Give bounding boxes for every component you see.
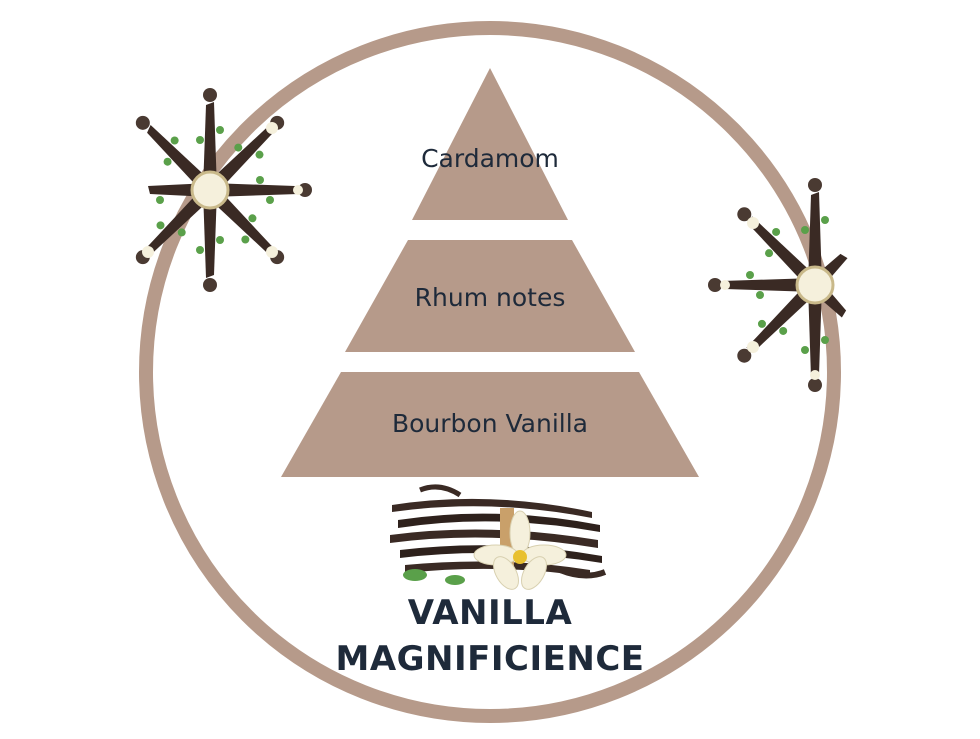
middle-note-label: Rhum notes: [415, 283, 566, 312]
pyramid-base-tier: [281, 372, 699, 477]
pyramid-middle-tier: [345, 240, 635, 352]
vanilla-pods-bundle-icon: [390, 484, 607, 590]
base-note-label: Bourbon Vanilla: [392, 409, 588, 438]
product-title-line2: MAGNIFICIENCE: [335, 639, 645, 679]
vanilla-flower-cluster-left-icon: [135, 88, 312, 292]
top-note-label: Cardamom: [421, 144, 559, 173]
pyramid-top-tier: [412, 68, 568, 220]
product-title-line1: VANILLA: [407, 593, 573, 633]
vanilla-flower-cluster-right-icon: [708, 178, 848, 392]
